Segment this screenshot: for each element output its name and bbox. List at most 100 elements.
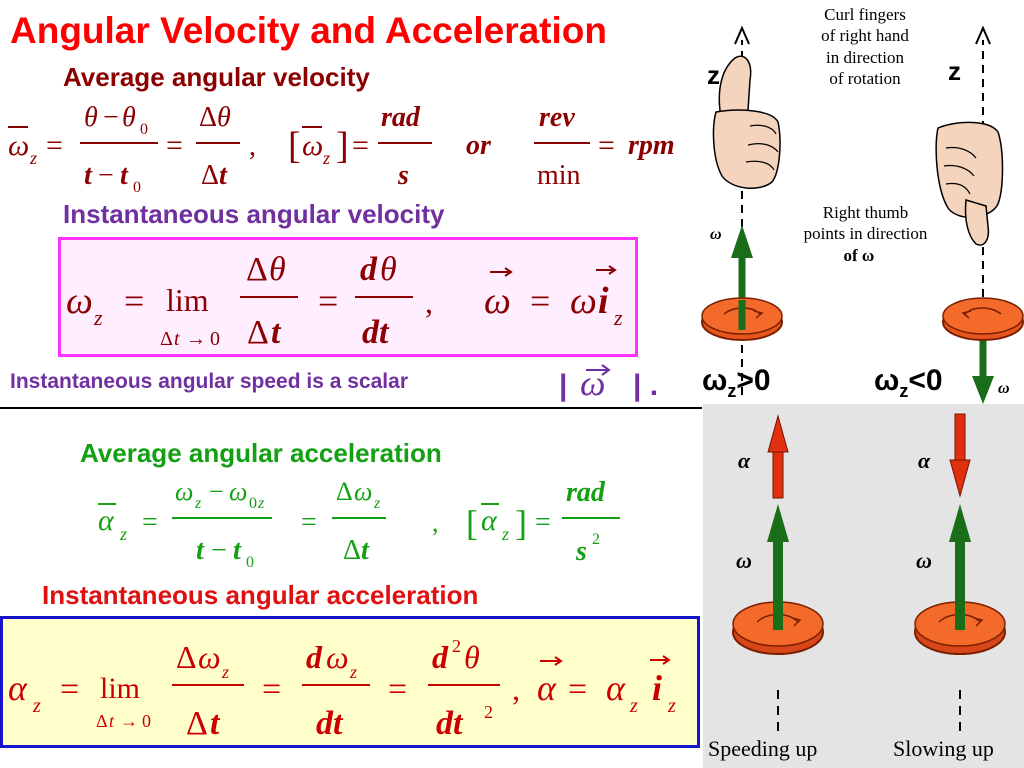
svg-text:=: =	[142, 507, 158, 538]
svg-text:ω: ω	[326, 639, 349, 675]
svg-text:t: t	[196, 535, 205, 566]
omega-vector-label-down: ω⃗	[998, 380, 1023, 397]
svg-text:→: →	[120, 711, 138, 731]
svg-text:=: =	[60, 671, 79, 708]
svg-text:min: min	[537, 160, 581, 191]
caption-line: of rotation	[829, 68, 901, 88]
svg-text:t: t	[84, 160, 93, 191]
svg-text:=: =	[352, 129, 369, 162]
svg-text:t: t	[271, 314, 282, 351]
acceleration-figure	[732, 413, 1006, 735]
svg-text:Δ: Δ	[246, 251, 268, 288]
svg-text:t: t	[361, 535, 370, 566]
heading-average-angular-velocity: Average angular velocity	[63, 62, 370, 92]
svg-text:dt: dt	[362, 314, 390, 351]
heading-average-angular-acceleration: Average angular acceleration	[80, 438, 442, 468]
svg-text:−: −	[98, 160, 114, 191]
svg-text:,: ,	[249, 131, 256, 162]
svg-text:0: 0	[140, 121, 148, 138]
svg-text:lim: lim	[100, 672, 140, 705]
svg-text:α: α	[606, 668, 626, 708]
svg-text:Δ: Δ	[176, 639, 197, 675]
svg-text:t: t	[109, 711, 115, 731]
svg-text:θ: θ	[380, 251, 397, 288]
right-hand-figure	[701, 25, 1024, 404]
svg-text:z: z	[501, 524, 509, 544]
svg-text:=: =	[598, 129, 615, 162]
svg-text:z: z	[667, 695, 676, 717]
svg-text:ω: ω	[484, 280, 511, 322]
rotating-disk-left-icon	[701, 297, 783, 341]
svg-text:z: z	[373, 495, 381, 512]
right-hand-thumb-up-icon	[712, 55, 781, 189]
z-axis-label-right: z	[948, 56, 961, 86]
svg-text:0: 0	[210, 328, 220, 350]
omega-symbol: ω	[702, 364, 728, 397]
caption-line: points in direction	[803, 224, 928, 244]
svg-text:2: 2	[592, 531, 600, 548]
svg-text:d: d	[306, 639, 323, 675]
svg-text:z: z	[629, 695, 638, 717]
caption-line: Right thumb	[822, 203, 909, 222]
svg-text:dt: dt	[316, 705, 344, 742]
svg-text:−: −	[103, 102, 119, 133]
caption-line: of ω⃗	[843, 245, 888, 265]
svg-text:z: z	[93, 305, 103, 330]
svg-text:=: =	[568, 671, 587, 708]
svg-text:Δ: Δ	[247, 314, 269, 351]
svg-text:ω: ω	[229, 477, 247, 506]
omega-arrow-speeding	[767, 504, 789, 630]
svg-text:α: α	[537, 668, 557, 708]
svg-text:α: α	[8, 668, 28, 708]
svg-text:α: α	[98, 504, 115, 537]
section-divider	[0, 407, 702, 409]
svg-text:rad: rad	[381, 102, 421, 133]
omega-relation: >0	[736, 364, 771, 397]
svg-text:=: =	[124, 281, 144, 321]
svg-text:i: i	[598, 280, 609, 322]
svg-text:=: =	[535, 507, 551, 538]
svg-text:2: 2	[452, 636, 461, 656]
svg-text:rpm: rpm	[628, 130, 675, 161]
right-hand-thumb-down-icon	[935, 121, 1004, 246]
svg-text:d: d	[432, 639, 449, 675]
right-thumb-caption: Right thumb points in direction of ω⃗	[778, 202, 953, 266]
svg-text:rad: rad	[566, 477, 606, 508]
omega-magnitude: | ω | .	[559, 363, 658, 403]
svg-text:=: =	[530, 281, 550, 321]
svg-text:=: =	[46, 129, 63, 162]
svg-text:,: ,	[512, 671, 520, 707]
svg-text:=: =	[262, 671, 281, 708]
svg-text:0: 0	[142, 711, 151, 731]
instantaneous-velocity-box	[58, 237, 638, 357]
svg-text:s: s	[575, 536, 587, 567]
omega-negative-label: ωz<0	[874, 364, 943, 402]
svg-text:Δ: Δ	[199, 102, 217, 133]
svg-text:ω: ω	[302, 129, 323, 162]
svg-text:0: 0	[133, 179, 141, 196]
svg-text:z: z	[257, 495, 265, 512]
svg-text:z: z	[194, 495, 202, 512]
svg-text:ω: ω	[570, 280, 597, 322]
svg-text:Δ: Δ	[96, 711, 108, 731]
heading-instantaneous-angular-acceleration: Instantaneous angular acceleration	[42, 580, 479, 610]
svg-text:θ: θ	[217, 102, 231, 133]
alpha-arrow-down	[949, 413, 971, 498]
svg-text:θ: θ	[464, 639, 480, 675]
rotating-disk-speeding-icon	[732, 600, 824, 655]
svg-text:i: i	[652, 668, 662, 708]
caption-line: of right hand	[821, 26, 909, 46]
omega-positive-label: ωz>0	[702, 364, 771, 402]
svg-text:=: =	[318, 281, 338, 321]
svg-text:ω: ω	[175, 477, 193, 506]
omega-relation: <0	[908, 364, 943, 397]
heading-instantaneous-angular-velocity: Instantaneous angular velocity	[63, 199, 445, 229]
svg-text:ω: ω	[354, 477, 372, 506]
svg-text:ω: ω	[8, 129, 29, 162]
alpha-label-speeding: α⃗	[738, 448, 768, 473]
omega-vector-label: ω⃗	[710, 226, 735, 243]
slowing-caption: Slowing up	[893, 736, 994, 761]
